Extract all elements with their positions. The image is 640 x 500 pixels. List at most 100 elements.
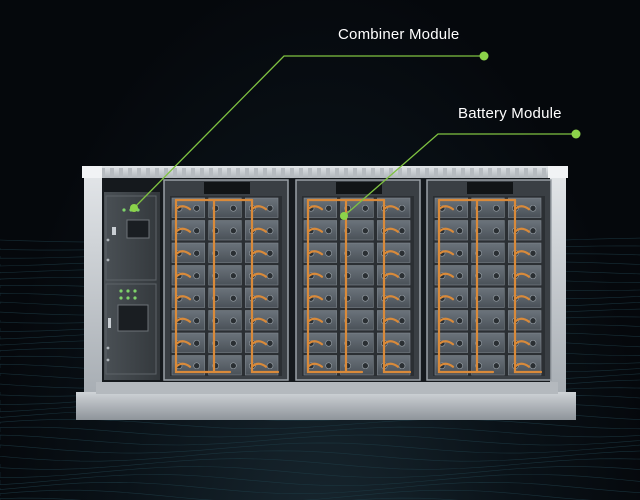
module-terminal: [398, 294, 406, 302]
ground-wave-line: [0, 434, 640, 446]
roof-rib: [218, 168, 222, 178]
roof-rib: [209, 168, 213, 178]
battery-module: [340, 242, 374, 263]
roof-rib: [110, 168, 114, 178]
cable: [437, 250, 455, 256]
module-terminal: [266, 272, 274, 280]
module-terminal: [230, 249, 237, 257]
cable: [174, 362, 192, 368]
cable: [437, 227, 455, 233]
battery-module: [208, 242, 242, 263]
module-terminal: [362, 339, 369, 347]
cable: [250, 250, 268, 256]
rack-top-vent: [204, 182, 250, 194]
module-terminal: [398, 339, 406, 347]
module-terminal: [362, 272, 369, 280]
module-terminal: [398, 362, 406, 370]
battery-module-label: Battery Module: [458, 105, 562, 122]
container-post-right: [550, 170, 566, 396]
cable: [382, 317, 400, 323]
roof-rib: [533, 168, 537, 178]
combiner-cabinet: [104, 192, 160, 380]
rack-cabling: [174, 198, 280, 374]
cable: [382, 295, 400, 301]
battery-module: [471, 355, 505, 376]
roof-rib: [263, 168, 267, 178]
battery-module: [208, 197, 242, 218]
module-terminal: [529, 362, 537, 370]
cable: [250, 272, 268, 278]
rack-top-vent: [336, 182, 382, 194]
module-terminal: [529, 204, 537, 212]
battery-rack: [295, 179, 421, 381]
module-terminal: [193, 317, 200, 325]
cable: [437, 272, 455, 278]
roof-rib: [317, 168, 321, 178]
roof-rib: [164, 168, 168, 178]
module-terminal: [493, 362, 500, 370]
battery-anchor-dot: [340, 212, 348, 220]
roof-rib: [308, 168, 312, 178]
battery-container: [76, 166, 576, 420]
ground-wave-line: [0, 458, 640, 470]
battery-module: [208, 265, 242, 286]
roof-rib: [488, 168, 492, 178]
roof-ribs: [92, 168, 555, 178]
module-terminal: [456, 249, 463, 257]
battery-module: [340, 220, 374, 241]
module-terminal: [398, 249, 406, 257]
module-terminal: [193, 227, 200, 235]
roof-rib: [299, 168, 303, 178]
cable: [382, 272, 400, 278]
cable: [382, 362, 400, 368]
battery-module: [471, 242, 505, 263]
roof-rib: [479, 168, 483, 178]
battery-module: [208, 332, 242, 353]
roof-rib: [335, 168, 339, 178]
cabinet-upper-screen: [126, 219, 150, 239]
battery-callout-line: [343, 133, 576, 217]
roof-rib: [371, 168, 375, 178]
roof-rib: [128, 168, 132, 178]
module-terminal: [193, 249, 200, 257]
module-terminal: [493, 272, 500, 280]
module-terminal: [230, 294, 237, 302]
module-terminal: [362, 317, 369, 325]
cable: [250, 340, 268, 346]
ground-wave-line: [0, 466, 640, 478]
roof-rib: [461, 168, 465, 178]
module-terminal: [230, 272, 237, 280]
roof-rib: [281, 168, 285, 178]
module-terminal: [362, 294, 369, 302]
roof-rib: [245, 168, 249, 178]
roof-rib: [326, 168, 330, 178]
cable: [174, 340, 192, 346]
cable: [174, 227, 192, 233]
battery-module: [208, 287, 242, 308]
battery-module: [471, 220, 505, 241]
cable: [513, 198, 543, 374]
roof-rib: [254, 168, 258, 178]
battery-end-dot: [571, 129, 581, 139]
roof-rib: [452, 168, 456, 178]
combiner-module-label: Combiner Module: [338, 26, 460, 43]
battery-module: [471, 197, 505, 218]
battery-racks: [163, 179, 552, 381]
roof-rib: [146, 168, 150, 178]
module-terminal: [493, 227, 500, 235]
combiner-end-dot: [479, 51, 489, 61]
cable: [382, 198, 412, 374]
battery-module: [340, 310, 374, 331]
module-terminal: [325, 339, 332, 347]
roof-rib: [227, 168, 231, 178]
module-terminal: [529, 272, 537, 280]
module-terminal: [493, 317, 500, 325]
roof-rib: [389, 168, 393, 178]
cable: [174, 205, 192, 211]
roof-rib: [362, 168, 366, 178]
roof-rib: [119, 168, 123, 178]
ground-wave-line: [0, 474, 640, 486]
cable: [250, 227, 268, 233]
